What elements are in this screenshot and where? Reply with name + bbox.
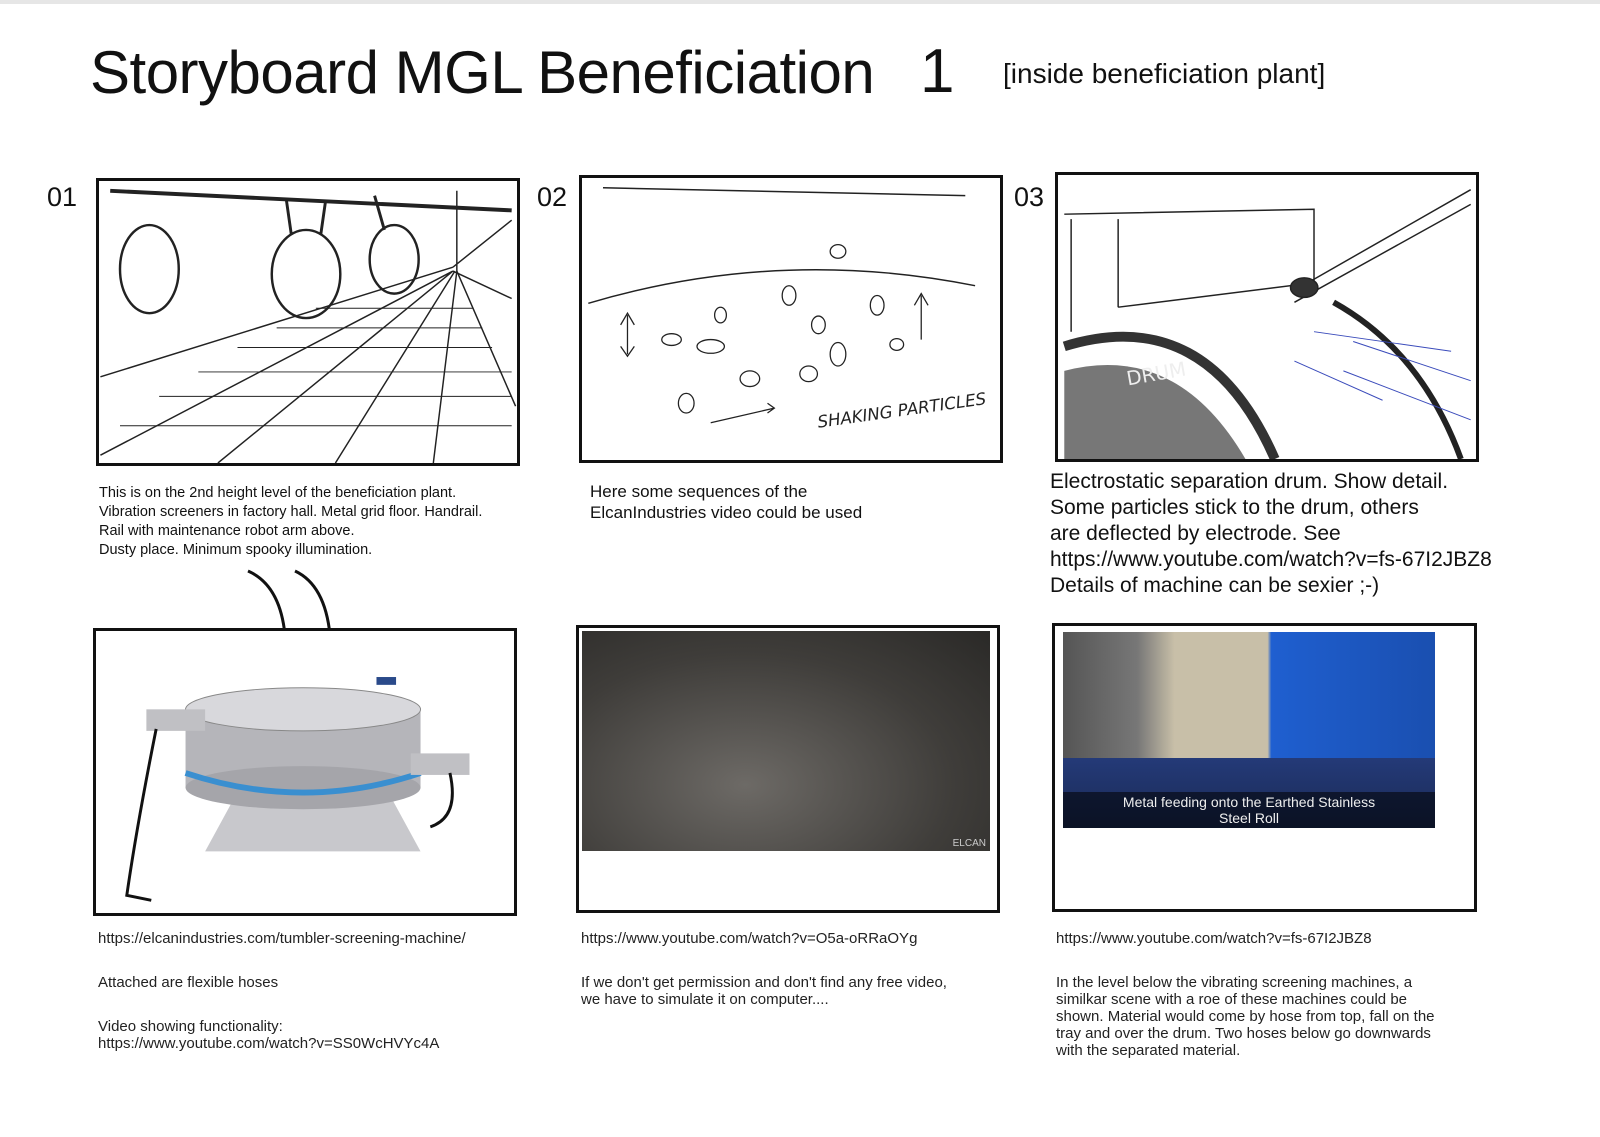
- reference-note: If we don't get permission and don't fin…: [581, 974, 947, 1008]
- screening-machine-image: [125, 677, 470, 902]
- video-caption: Metal feeding onto the Earthed Stainless…: [1063, 792, 1435, 828]
- video-logo: ELCAN: [952, 838, 986, 849]
- separation-drum-sketch: DRUM: [1062, 189, 1472, 459]
- particles-video-frame: ELCAN: [582, 631, 990, 851]
- reference-note: Video showing functionality: https://www…: [98, 1018, 440, 1052]
- reference-image-particles-video: ELCAN: [576, 625, 1000, 913]
- panel-label-02: 02: [537, 182, 568, 212]
- hose-lines: [247, 569, 332, 635]
- top-border: [0, 0, 1600, 4]
- sketch-annotation: SHAKING PARTICLES: [816, 389, 987, 432]
- panel-02-description: Here some sequences of the ElcanIndustri…: [590, 482, 863, 522]
- shaking-particles-sketch: SHAKING PARTICLES: [588, 187, 988, 432]
- sketch-panel-particles: SHAKING PARTICLES: [579, 175, 1003, 463]
- drum-video-frame: Metal feeding onto the Earthed Stainless…: [1063, 632, 1435, 828]
- sketch-panel-drum: DRUM: [1055, 172, 1479, 462]
- reference-link[interactable]: https://www.youtube.com/watch?v=fs-67I2J…: [1056, 930, 1372, 947]
- factory-hall-sketch: [100, 188, 517, 463]
- reference-link[interactable]: https://elcanindustries.com/tumbler-scre…: [98, 930, 466, 947]
- panel-01-description: This is on the 2nd height level of the b…: [99, 485, 483, 558]
- reference-note: Attached are flexible hoses: [98, 974, 279, 991]
- panel-label-01: 01: [47, 182, 78, 212]
- reference-note: In the level below the vibrating screeni…: [1056, 974, 1435, 1059]
- sketch-panel-factory-hall: [96, 178, 520, 466]
- reference-image-drum-video: Metal feeding onto the Earthed Stainless…: [1052, 623, 1477, 912]
- reference-image-screening-machine: [93, 628, 517, 916]
- panel-03-description: Electrostatic separation drum. Show deta…: [1050, 470, 1492, 597]
- reference-link[interactable]: https://www.youtube.com/watch?v=O5a-oRRa…: [581, 930, 918, 947]
- panel-label-03: 03: [1014, 182, 1045, 212]
- page-number: 1: [920, 37, 955, 106]
- page-subtitle: [inside beneficiation plant]: [1003, 58, 1326, 89]
- page-title: Storyboard MGL Beneficiation: [90, 39, 875, 106]
